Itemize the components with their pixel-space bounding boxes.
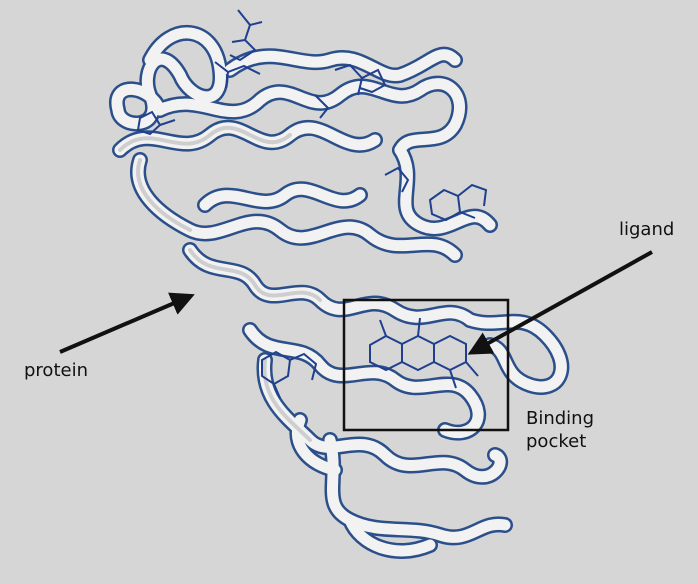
ligand-in-pocket	[369, 317, 479, 389]
side-chain-left	[136, 110, 176, 136]
binding-pocket-box	[342, 298, 510, 432]
side-chain-top	[214, 9, 263, 89]
ligand-label: ligand	[619, 219, 675, 240]
side-chain-right	[384, 166, 488, 222]
protein-label: protein	[24, 360, 88, 381]
protein-ribbon	[109, 25, 570, 559]
protein-arrow	[59, 292, 195, 354]
binding-pocket-label: Binding pocket	[526, 408, 594, 453]
side-chain-lower-left	[261, 350, 318, 399]
binding-pocket-label-line1: Binding	[526, 408, 595, 429]
ligand-sticks	[136, 9, 488, 399]
side-chain-upper-mid	[314, 63, 387, 119]
ligand-arrow	[467, 250, 653, 355]
binding-pocket-label-line2: pocket	[526, 430, 587, 452]
